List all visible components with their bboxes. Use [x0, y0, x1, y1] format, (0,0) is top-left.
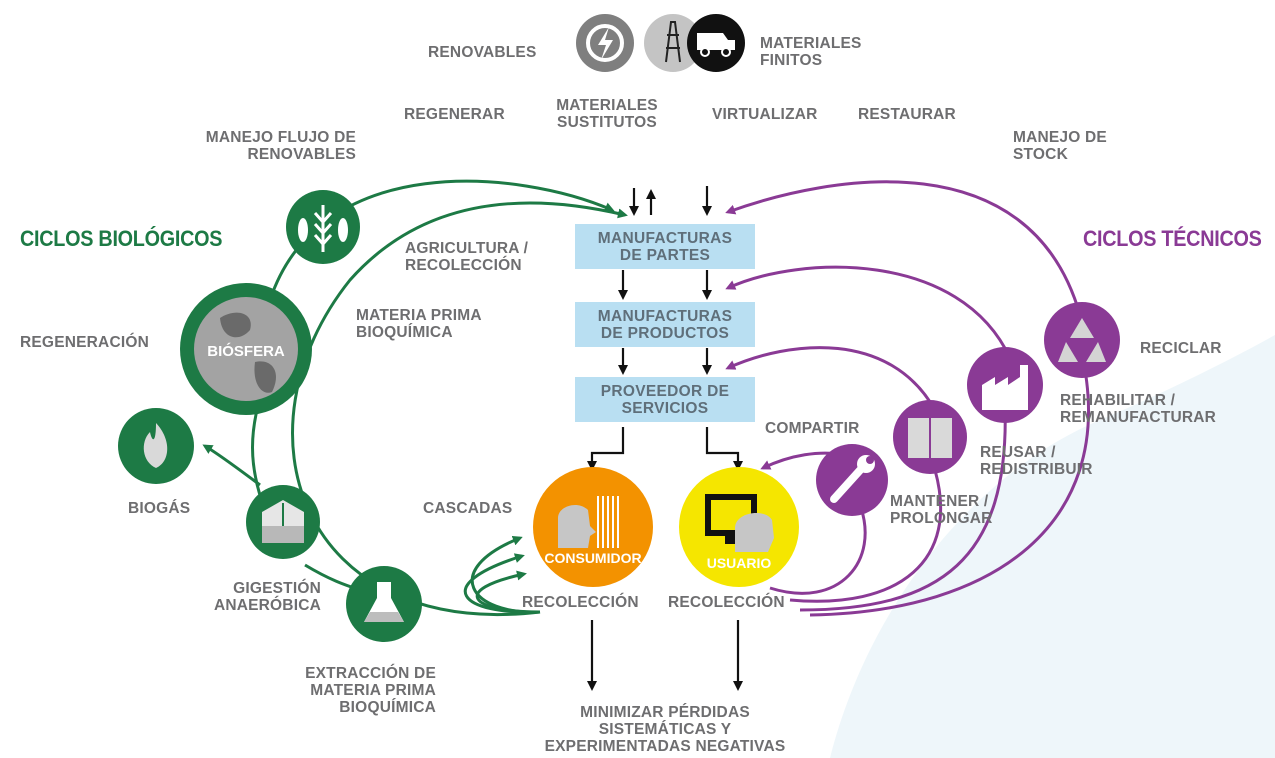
virtualize-label: VIRTUALIZAR — [712, 106, 818, 123]
products-manufacturing-box: MANUFACTURAS DE PRODUCTOS — [575, 302, 755, 347]
technical-cycles-title: CICLOS TÉCNICOS — [1083, 226, 1262, 251]
recycle-icon — [1044, 302, 1120, 378]
agriculture-label: AGRICULTURA / RECOLECCIÓN — [405, 240, 529, 274]
share-label: COMPARTIR — [765, 420, 860, 437]
regenerate-label: REGENERAR — [404, 106, 505, 123]
substitute-materials-label: MATERIALES SUSTITUTOS — [556, 97, 658, 131]
finite-materials-label: MATERIALES FINITOS — [760, 35, 862, 69]
dump-truck-icon — [687, 14, 745, 72]
background-wave — [830, 335, 1275, 758]
regeneration-label: REGENERACIÓN — [20, 334, 149, 351]
renewables-label: RENOVABLES — [428, 44, 537, 61]
service-provider-box: PROVEEDOR DE SERVICIOS — [575, 377, 755, 422]
minimize-losses-label: MINIMIZAR PÉRDIDAS SISTEMÁTICAS Y EXPERI… — [544, 704, 786, 755]
cascades-label: CASCADAS — [423, 500, 513, 517]
flask-icon — [346, 566, 422, 642]
biological-cycles-title: CICLOS BIOLÓGICOS — [20, 226, 223, 251]
biochemical-feedstock-label: MATERIA PRIMA BIOQUÍMICA — [356, 307, 482, 341]
fish-wheat-icon — [286, 190, 360, 264]
collection-left-label: RECOLECCIÓN — [522, 594, 639, 611]
biosphere-label: BIÓSFERA — [207, 343, 285, 360]
biochemical-extraction-label: EXTRACCIÓN DE MATERIA PRIMA BIOQUÍMICA — [305, 665, 436, 716]
wrench-icon — [816, 444, 888, 516]
anaerobic-digestion-label: GIGESTIÓN ANAERÓBICA — [213, 580, 321, 614]
restore-label: RESTAURAR — [858, 106, 956, 123]
stock-flow-label: MANEJO DE STOCK — [1013, 129, 1107, 163]
refurbish-label: REHABILITAR / REMANUFACTURAR — [1060, 392, 1217, 426]
user-label: USUARIO — [706, 555, 772, 571]
boxes-icon — [893, 400, 967, 474]
recycle-label: RECICLAR — [1140, 340, 1222, 357]
oil-rig-icon — [644, 14, 702, 72]
renewables-flow-label: MANEJO FLUJO DE RENOVABLES — [205, 129, 356, 163]
consumer-label: CONSUMIDOR — [544, 550, 642, 566]
parts-manufacturing-box: MANUFACTURAS DE PARTES — [575, 224, 755, 269]
biogas-label: BIOGÁS — [128, 500, 191, 517]
reuse-label: REUSAR / REDISTRIBUIR — [980, 444, 1093, 478]
renewables-icon — [576, 14, 634, 72]
consumer-icon — [533, 467, 653, 587]
user-icon — [679, 467, 799, 587]
collection-right-label: RECOLECCIÓN — [668, 594, 785, 611]
flame-biogas-icon — [118, 408, 194, 484]
digester-icon — [246, 485, 320, 559]
factory-icon — [967, 347, 1043, 423]
biosphere-globe-icon — [180, 283, 312, 415]
maintain-label: MANTENER / PROLONGAR — [890, 493, 993, 527]
